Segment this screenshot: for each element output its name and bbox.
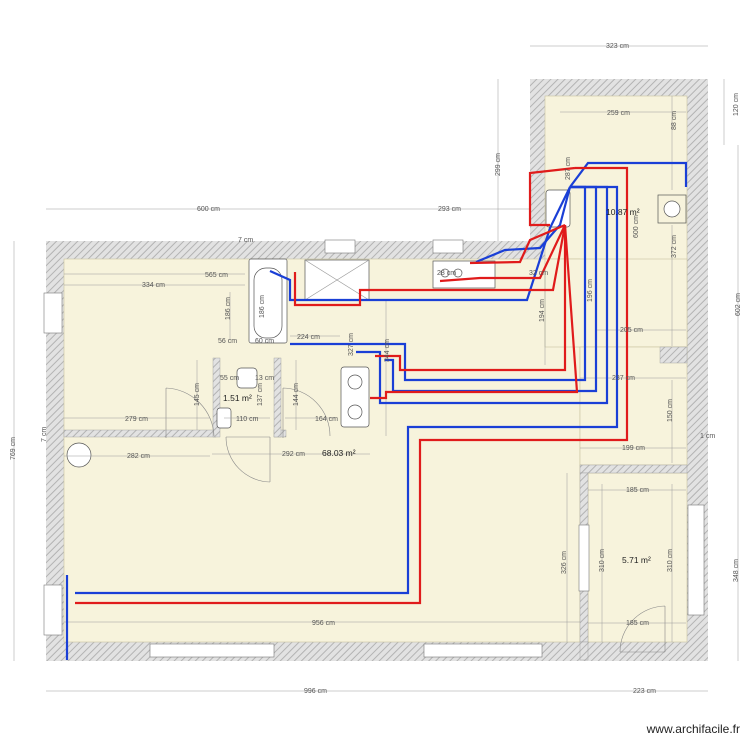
door-shower xyxy=(282,387,331,438)
dim-label: 279 cm xyxy=(125,416,148,423)
bathtub-inner xyxy=(253,267,283,339)
dim-label: 602 cm xyxy=(735,293,742,316)
dim-label: 223 cm xyxy=(633,688,656,695)
dim-label: 299 cm xyxy=(495,153,502,176)
dim-label: 323 cm xyxy=(606,43,629,50)
door-wc xyxy=(165,387,215,438)
dim-label: 28 cm xyxy=(437,270,456,277)
dim-label: 344 cm xyxy=(384,339,391,362)
dim-label: 565 cm xyxy=(205,272,228,279)
dim-label: 32 cm xyxy=(529,270,548,277)
hot-pipe-d xyxy=(439,224,566,283)
window-top-kitchen xyxy=(432,239,464,254)
window-left-top xyxy=(43,292,63,334)
dim-label: 956 cm xyxy=(312,620,335,627)
hob xyxy=(440,268,450,278)
cold-pipe-a xyxy=(569,161,688,188)
dim-label: 120 cm xyxy=(733,93,740,116)
dim-label: 110 cm xyxy=(236,416,259,423)
dim-label: 326 cm xyxy=(561,551,568,574)
washbasin xyxy=(236,367,258,389)
washing-machine xyxy=(663,200,681,218)
dim-label: 13 cm xyxy=(255,375,274,382)
dim-label: 769 cm xyxy=(10,437,17,460)
dimension-labels: 323 cm 120 cm 259 cm 88 cm 299 cm 287 cm… xyxy=(10,43,742,695)
window-right-bedroom xyxy=(687,504,705,616)
dim-label: 600 cm xyxy=(197,206,220,213)
dim-label: 194 cm xyxy=(539,299,546,322)
dim-label: 186 cm xyxy=(225,297,232,320)
doors xyxy=(165,387,666,653)
dim-label: 7 cm xyxy=(41,427,48,442)
dim-label: 600 cm xyxy=(633,215,640,238)
dim-label: 150 cm xyxy=(667,399,674,422)
floor-areas xyxy=(63,95,688,643)
dim-label: 60 cm xyxy=(255,338,274,345)
dim-label: 293 cm xyxy=(438,206,461,213)
dim-label: 164 cm xyxy=(315,416,338,423)
hot-water-pipes xyxy=(75,166,629,605)
dim-label: 137 cm xyxy=(257,383,264,406)
cold-pipe-e xyxy=(475,186,572,264)
dim-label: 287 cm xyxy=(565,157,572,180)
door-main-hall xyxy=(225,436,271,483)
dim-label: 237 cm xyxy=(612,375,635,382)
area-kitchen-corner: 10.87 m² xyxy=(606,207,640,217)
dim-label: 327 cm xyxy=(348,333,355,356)
window-bottom-left xyxy=(149,643,275,658)
dim-label: 186 cm xyxy=(259,295,266,318)
windows xyxy=(43,239,705,658)
area-wc: 1.51 m² xyxy=(223,393,252,403)
hot-pipe-b xyxy=(375,225,567,372)
dim-label: 259 cm xyxy=(607,110,630,117)
dim-label: 372 cm xyxy=(671,235,678,258)
dim-label: 145 cm xyxy=(194,383,201,406)
dim-label: 88 cm xyxy=(671,111,678,130)
dim-label: 310 cm xyxy=(667,549,674,572)
dim-label: 185 cm xyxy=(626,487,649,494)
dim-label: 310 cm xyxy=(599,549,606,572)
hot-pipe-box xyxy=(528,166,576,227)
window-bottom-right xyxy=(423,643,543,658)
main-room-floor xyxy=(63,258,581,643)
dim-label: 196 cm xyxy=(587,279,594,302)
round-table xyxy=(66,442,92,468)
area-main: 68.03 m² xyxy=(322,448,356,458)
dim-label: 1 cm xyxy=(700,433,715,440)
cold-pipe-f xyxy=(269,186,571,302)
dim-label: 334 cm xyxy=(142,282,165,289)
dim-label: 7 cm xyxy=(238,237,253,244)
window-left-bottom xyxy=(43,584,63,636)
hot-pipe-main xyxy=(75,166,629,605)
hot-pipe-a xyxy=(370,224,579,400)
hot-pipe-c xyxy=(293,224,567,307)
dim-label: 348 cm xyxy=(733,559,740,582)
dim-label: 292 cm xyxy=(282,451,305,458)
dimension-lines xyxy=(13,45,739,692)
dim-label: 199 cm xyxy=(622,445,645,452)
cold-pipe-d xyxy=(290,185,587,382)
bedroom-floor xyxy=(587,472,688,643)
fixtures xyxy=(66,189,687,468)
dim-label: 224 cm xyxy=(297,334,320,341)
cold-pipe-main xyxy=(75,185,619,595)
archifacile-credit[interactable]: www.archifacile.fr xyxy=(646,722,740,736)
cold-water-pipes xyxy=(65,161,688,660)
right-corridor-floor xyxy=(579,346,688,466)
dim-label: 55 cm xyxy=(220,375,239,382)
cold-pipe-b xyxy=(356,185,609,405)
door-bedroom xyxy=(619,605,666,653)
hot-pipe-e xyxy=(469,223,566,265)
dim-label: 205 cm xyxy=(620,327,643,334)
dim-label: 56 cm xyxy=(218,338,237,345)
area-bedroom: 5.71 m² xyxy=(622,555,651,565)
dim-label: 185 cm xyxy=(626,620,649,627)
dim-label: 282 cm xyxy=(127,453,150,460)
dim-label: 996 cm xyxy=(304,688,327,695)
window-top-bath xyxy=(324,239,356,254)
dim-label: 144 cm xyxy=(293,383,300,406)
window-bedroom-inner xyxy=(578,524,590,592)
